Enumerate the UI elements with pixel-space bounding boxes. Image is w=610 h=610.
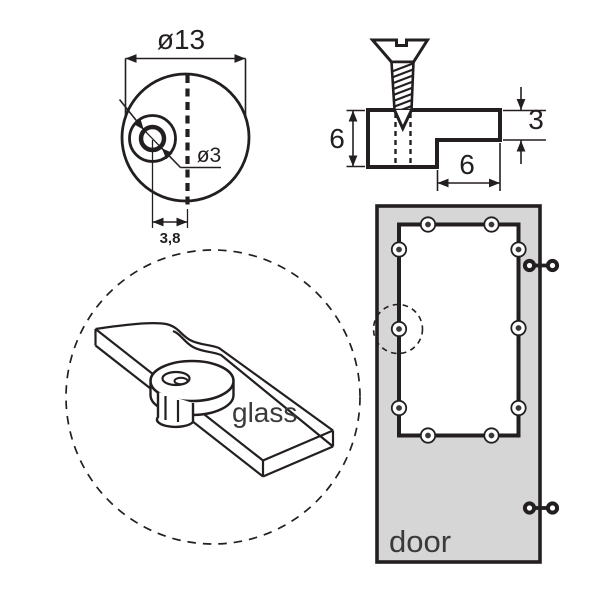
hole-dim-cross-line bbox=[143, 129, 163, 149]
lip-thickness-label: 3 bbox=[528, 104, 544, 135]
height-label: 6 bbox=[329, 123, 345, 154]
slab-right-top-edge bbox=[262, 429, 334, 462]
hole-top-inner bbox=[173, 376, 189, 386]
hole-diameter-label: ø3 bbox=[197, 144, 222, 167]
plan-view: ø13 ø3 3,8 bbox=[118, 24, 251, 247]
screw-tip bbox=[393, 109, 413, 133]
glass-clip bbox=[419, 427, 437, 444]
hole-dim-arrow-lower bbox=[161, 147, 182, 169]
glass-clip bbox=[390, 241, 408, 258]
detail-indicator-circle bbox=[372, 303, 424, 355]
glass-clip bbox=[390, 320, 408, 338]
glass-clip bbox=[483, 427, 500, 444]
offset-label: 3,8 bbox=[160, 230, 181, 247]
glass-clip bbox=[510, 241, 527, 258]
glass-pane-frame bbox=[397, 222, 521, 438]
screw-threads bbox=[391, 62, 414, 110]
glass-clip bbox=[510, 319, 527, 337]
hole-dim-arrow-upper bbox=[118, 98, 145, 131]
retainer-3d bbox=[149, 359, 235, 429]
detail-bubble-circle bbox=[65, 249, 361, 545]
screw-head bbox=[369, 38, 431, 64]
outer-diameter-label: ø13 bbox=[157, 24, 205, 55]
clip-profile bbox=[366, 108, 502, 169]
slab-far-edge-wave bbox=[95, 322, 334, 432]
glass-detail-view: glass bbox=[65, 249, 361, 545]
glass-clips bbox=[390, 216, 527, 444]
glass-clip bbox=[510, 399, 527, 417]
glass-label: glass bbox=[232, 397, 297, 428]
glass-clip bbox=[483, 216, 500, 233]
door-view: door bbox=[372, 204, 560, 564]
door-label: door bbox=[389, 524, 451, 559]
slab-far-edge-wave-lower bbox=[172, 329, 334, 448]
glass-clip bbox=[390, 399, 408, 417]
hinge-top bbox=[522, 258, 560, 273]
slab-right-bottom-edge bbox=[262, 445, 334, 478]
disc-top-face bbox=[149, 359, 235, 403]
glass-clip bbox=[419, 216, 437, 233]
depth-label: 6 bbox=[459, 149, 475, 180]
screw bbox=[369, 38, 431, 133]
side-view: 6 3 6 bbox=[329, 38, 546, 191]
hinge-bottom bbox=[522, 501, 560, 515]
